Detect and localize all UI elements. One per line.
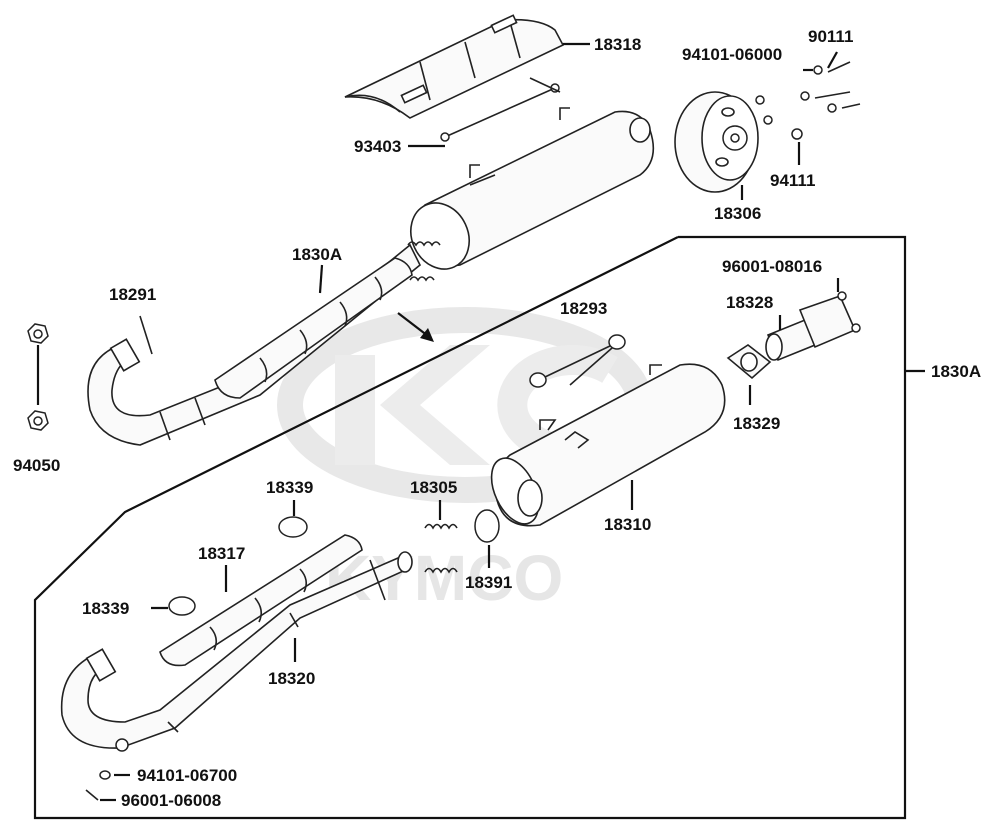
direction-arrow	[397, 312, 434, 342]
label-90111: 90111	[808, 27, 853, 46]
label-18339-top: 18339	[266, 478, 313, 497]
label-18320: 18320	[268, 669, 315, 688]
nut-94050	[27, 323, 49, 431]
label-96001-06008: 96001-06008	[121, 791, 221, 810]
pipe-gasket-18291	[139, 315, 153, 355]
label-18329: 18329	[733, 414, 780, 433]
label-18328: 18328	[726, 293, 773, 312]
label-1830a-top: 1830A	[292, 245, 342, 264]
pipe-heat-shield-top	[214, 257, 413, 399]
cap-bolts-washers	[755, 51, 861, 165]
bottom-hardware	[85, 770, 130, 802]
label-93403: 93403	[354, 137, 401, 156]
gasket-18329	[726, 344, 772, 380]
leader-1830a-top	[318, 264, 324, 294]
clamp-18339-top	[278, 516, 308, 538]
label-18317: 18317	[198, 544, 245, 563]
label-18306: 18306	[714, 204, 761, 223]
clamp-band-93403	[440, 77, 561, 142]
muffler-top	[410, 107, 655, 270]
heat-shield-top	[344, 14, 565, 119]
tail-pipe-18328	[765, 291, 861, 362]
label-18291: 18291	[109, 285, 156, 304]
bracket-rod-18293	[529, 334, 626, 388]
exhaust-pipe-18320	[60, 551, 413, 752]
gasket-18391	[474, 509, 500, 543]
label-18391: 18391	[465, 573, 512, 592]
muffler-18310	[490, 363, 726, 527]
tail-cap-18306	[674, 91, 759, 193]
label-18310: 18310	[604, 515, 651, 534]
label-18305: 18305	[410, 478, 457, 497]
label-94101-06700: 94101-06700	[137, 766, 237, 785]
assembly-outline	[33, 235, 907, 820]
label-94101-06000: 94101-06000	[682, 45, 782, 64]
label-94111: 94111	[770, 171, 815, 190]
spring-top	[407, 241, 441, 282]
label-18339-left: 18339	[82, 599, 129, 618]
label-1830a-side: 1830A	[931, 362, 981, 381]
label-18293: 18293	[560, 299, 607, 318]
label-18318: 18318	[594, 35, 641, 54]
label-96001-08016: 96001-08016	[722, 257, 822, 276]
springs-18305	[424, 500, 458, 574]
label-94050: 94050	[13, 456, 60, 475]
heat-shield-18317	[159, 534, 363, 667]
clamp-18339-left	[168, 596, 196, 616]
